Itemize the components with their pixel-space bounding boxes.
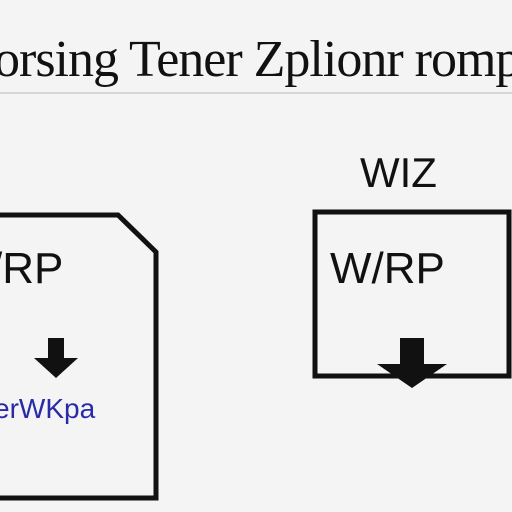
left-box-output-label: erWKpa bbox=[0, 394, 96, 424]
diagram-title: orsing Tener Zplionr rompatpa bbox=[0, 30, 512, 90]
left-box-label: /RP bbox=[0, 244, 64, 293]
right-box-label: W/RP bbox=[330, 244, 445, 293]
down-arrow-icon bbox=[34, 338, 78, 378]
right-down-arrow-shape bbox=[377, 338, 447, 388]
down-arrow-icon bbox=[375, 338, 449, 390]
left-box-outline bbox=[0, 212, 159, 501]
left-down-arrow-shape bbox=[34, 338, 78, 378]
right-top-label: WIZ bbox=[360, 149, 437, 196]
left-box bbox=[0, 212, 160, 502]
title-divider bbox=[0, 92, 512, 94]
diagram-title-text: orsing Tener Zplionr rompatpa bbox=[0, 31, 512, 88]
